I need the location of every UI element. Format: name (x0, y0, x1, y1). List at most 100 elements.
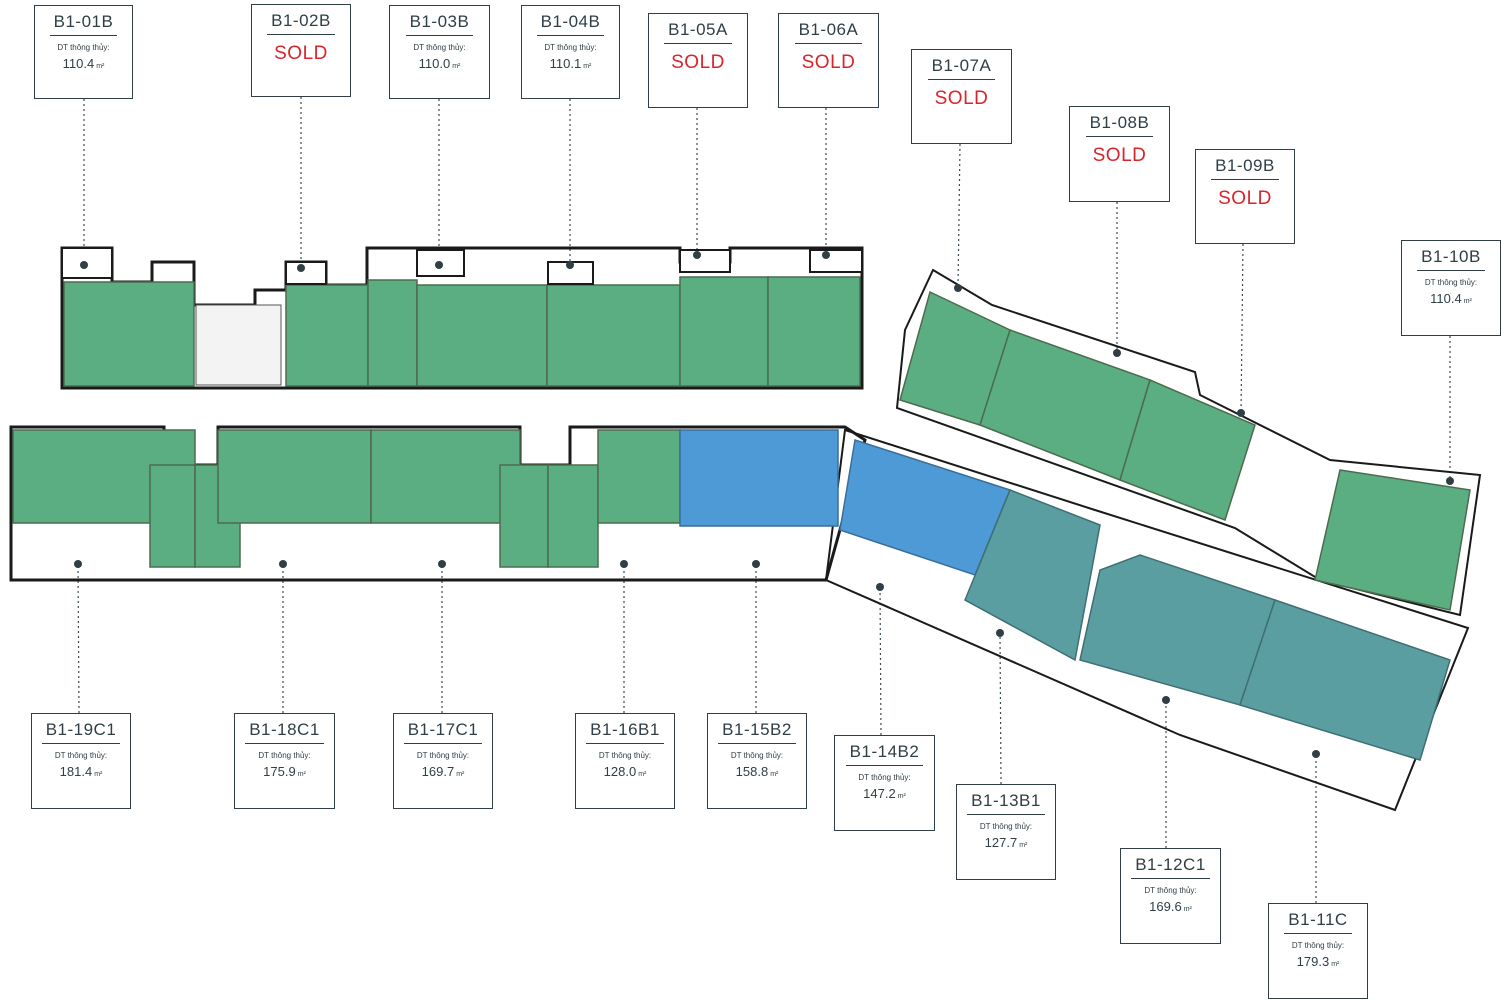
unit-fill-b1-15b2 (679, 429, 839, 527)
marker-dot-b1-12c1 (1162, 696, 1170, 704)
area-label: DT thông thủy: (730, 751, 784, 760)
unit-code: B1-01B (49, 12, 118, 36)
balcony-upper-02 (285, 261, 327, 285)
stair-core (195, 304, 282, 386)
unit-code: B1-13B1 (967, 791, 1045, 815)
marker-dot-b1-08b (1113, 349, 1121, 357)
unit-code: B1-04B (536, 12, 605, 36)
unit-fill-b1-13b1 (964, 489, 1101, 662)
balcony-upper-05 (679, 249, 731, 273)
marker-dot-b1-07a (954, 284, 962, 292)
unit-markers (74, 251, 1454, 758)
unit-fill-b1-12c1 (1079, 554, 1276, 706)
unit-code: B1-15B2 (718, 720, 796, 744)
marker-dot-b1-09b (1237, 409, 1245, 417)
unit-code: B1-12C1 (1131, 855, 1210, 879)
unit-fill-b1-17c1 (370, 429, 521, 524)
area-label: DT thông thủy: (54, 751, 108, 760)
unit-fill-b1-09b (1119, 378, 1256, 521)
unit-fill-b1-16b1 (547, 464, 599, 568)
area-label: DT thông thủy: (1291, 941, 1345, 950)
marker-dot-b1-17c1 (438, 560, 446, 568)
unit-card-b1-02b[interactable]: B1-02B SOLD (251, 4, 351, 97)
unit-code: B1-19C1 (41, 720, 121, 744)
area-label: DT thông thủy: (1144, 886, 1197, 895)
sold-badge: SOLD (1218, 188, 1272, 209)
marker-dot-b1-19c1 (74, 560, 82, 568)
marker-dot-b1-14b2 (876, 583, 884, 591)
unit-card-b1-09b[interactable]: B1-09B SOLD (1195, 149, 1295, 244)
unit-fill-b1-06a (767, 276, 861, 387)
leader-line-b1-19c1 (77, 563, 80, 714)
unit-fill-b1-08b (979, 329, 1151, 481)
unit-code: B1-05A (664, 20, 732, 44)
sold-badge: SOLD (801, 52, 856, 73)
sold-badge: SOLD (1092, 145, 1147, 166)
unit-fill-b1-02b (285, 284, 369, 387)
leader-line-b1-14b2 (879, 586, 882, 736)
unit-fill-b1-16b1-b (597, 429, 681, 524)
marker-dot-b1-04b (566, 261, 574, 269)
upper-wing-outline (895, 268, 1482, 617)
unit-code: B1-10B (1417, 247, 1485, 271)
unit-card-b1-06a[interactable]: B1-06A SOLD (778, 13, 879, 108)
leader-line-b1-13b1 (999, 632, 1002, 785)
marker-dot-b1-06a (822, 251, 830, 259)
unit-fill-b1-19c1-b (149, 464, 196, 568)
area-label: DT thông thủy: (858, 773, 911, 782)
marker-dot-b1-02b (297, 264, 305, 272)
leader-line-b1-07a (957, 143, 961, 289)
marker-dot-b1-16b1 (620, 560, 628, 568)
area-label: DT thông thủy: (544, 43, 597, 52)
unit-fill-b1-04b (546, 284, 681, 387)
unit-card-b1-07a[interactable]: B1-07A SOLD (911, 49, 1012, 144)
unit-code: B1-18C1 (245, 720, 324, 744)
unit-code: B1-14B2 (845, 742, 924, 766)
marker-dot-b1-11c (1312, 750, 1320, 758)
sold-badge: SOLD (934, 88, 989, 109)
unit-fill-b1-17c1-b (499, 464, 549, 568)
marker-dot-b1-10b (1446, 477, 1454, 485)
marker-dot-b1-13b1 (996, 629, 1004, 637)
unit-code: B1-03B (405, 12, 474, 36)
unit-code: B1-08B (1085, 113, 1154, 137)
unit-code: B1-09B (1211, 156, 1279, 180)
sold-badge: SOLD (671, 52, 725, 73)
angled-wing-outline (824, 428, 1470, 812)
unit-fill-b1-03b (367, 279, 418, 387)
unit-fill-b1-10b (1314, 469, 1471, 611)
leader-line-b1-09b (1240, 243, 1244, 414)
unit-card-b1-05a[interactable]: B1-05A SOLD (648, 13, 748, 108)
unit-card-b1-08b[interactable]: B1-08B SOLD (1069, 106, 1170, 202)
unit-code: B1-16B1 (586, 720, 664, 744)
unit-code: B1-02B (267, 11, 335, 35)
unit-code: B1-11C (1284, 910, 1352, 934)
unit-fill-b1-05a (679, 276, 769, 387)
unit-fill-b1-18c1-b (217, 429, 372, 524)
area-label: DT thông thủy: (258, 751, 311, 760)
unit-code: B1-06A (794, 20, 863, 44)
marker-dot-b1-05a (693, 251, 701, 259)
